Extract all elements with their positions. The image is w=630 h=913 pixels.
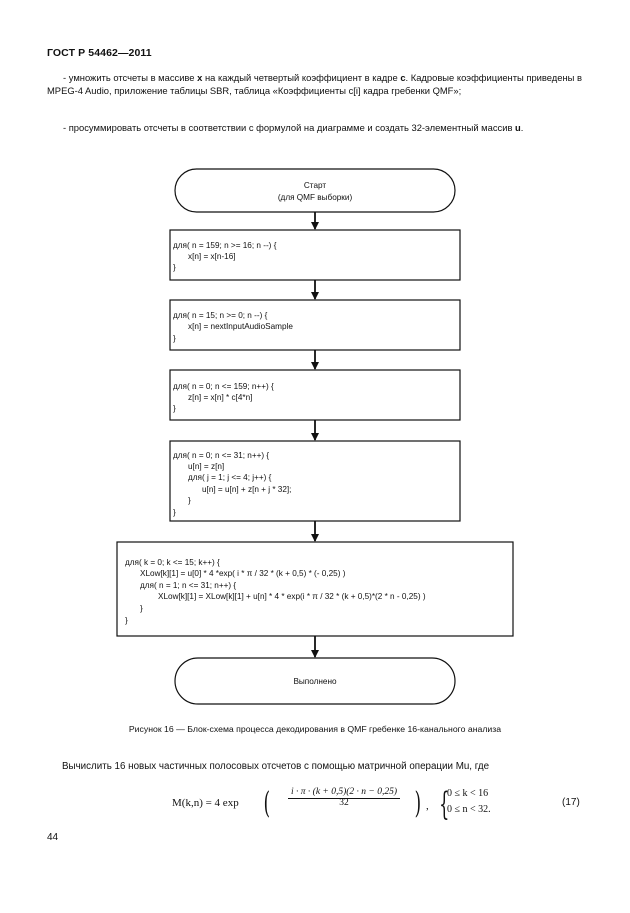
box4-line5: } (188, 496, 191, 505)
figure-caption: Рисунок 16 — Блок-схема процесса декодир… (128, 724, 502, 734)
box5-line3: для( n = 1; n <= 31; n++) { (140, 581, 236, 590)
formula-numerator: i · π · (k + 0,5)(2 · n − 0,25) (288, 787, 400, 799)
p1-array-x: x (197, 72, 203, 83)
paragraph-multiply: - умножить отсчеты в массиве x на каждый… (47, 72, 582, 97)
formula-conditions: 0 ≤ k < 16 0 ≤ n < 32. (447, 786, 491, 818)
start-terminal (174, 168, 456, 213)
p1-text-a: - умножить отсчеты в массиве (63, 72, 198, 83)
p1-text-e: . Кадровые коэффициенты приведены в MPEG… (47, 72, 582, 96)
box2-line1: для( n = 15; n >= 0; n --) { (173, 311, 268, 320)
p2-array-u: u (515, 122, 521, 133)
formula-end-dot: . (488, 804, 491, 815)
formula-denominator: 32 (339, 798, 349, 808)
formula-numerator-wrap: i · π · (k + 0,5)(2 · n − 0,25) (270, 785, 418, 799)
box4-line1: для( n = 0; n <= 31; n++) { (173, 451, 269, 460)
box3-line1: для( n = 0; n <= 159; n++) { (173, 382, 274, 391)
equation-number: (17) (562, 797, 580, 808)
box4-line4: u[n] = u[n] + z[n + j * 32]; (202, 485, 291, 494)
formula-cond-k: 0 ≤ k < 16 (447, 788, 489, 799)
formula-cond-n: 0 ≤ n < 32 (447, 804, 489, 815)
box1-line2: x[n] = x[n-16] (188, 252, 236, 261)
formula-cond-n-wrap: 0 ≤ n < 32. (447, 802, 491, 818)
p2-text-a: - просуммировать отсчеты в соответствии … (63, 122, 516, 133)
box2-line3: } (173, 334, 176, 343)
end-terminal (174, 657, 456, 705)
page-number: 44 (47, 832, 59, 843)
box1-line1: для( n = 159; n >= 16; n --) { (173, 241, 277, 250)
start-sublabel: (для QMF выборки) (278, 193, 353, 202)
box2-line2: x[n] = nextInputAudioSample (188, 322, 293, 331)
intro-text: Вычислить 16 новых частичных полосовых о… (62, 761, 490, 772)
box5-line1: для( k = 0; k <= 15; k++) { (125, 558, 220, 567)
box5-line5: } (140, 604, 143, 613)
formula-lhs: M(k,n) = 4 exp (172, 797, 239, 809)
box5-line6: } (125, 616, 128, 625)
box3-line2: z[n] = x[n] * c[4*n] (188, 393, 252, 402)
box4-line2: u[n] = z[n] (188, 462, 224, 471)
document-header: ГОСТ Р 54462—2011 (47, 47, 152, 59)
formula-brace: { (439, 785, 450, 823)
box1-line3: } (173, 263, 176, 272)
paragraph-sum: - просуммировать отсчеты в соответствии … (47, 122, 582, 135)
p1-frame-c: c (400, 72, 406, 83)
p2-text-c: . (520, 122, 524, 133)
box5-line4: XLow[k][1] = XLow[k][1] + u[n] * 4 * exp… (158, 592, 426, 601)
formula-paren-left: ( (263, 786, 271, 821)
formula-paren-right: ) (414, 786, 422, 821)
box4-line6: } (173, 508, 176, 517)
box5-line2: XLow[k][1] = u[0] * 4 *exp( i * π / 32 *… (140, 569, 346, 578)
p1-text-c: на каждый четвертый коэффициент в кадре (202, 72, 401, 83)
end-label: Выполнено (293, 677, 337, 686)
box3-line3: } (173, 404, 176, 413)
start-label: Старт (304, 181, 326, 190)
formula-fraction: i · π · (k + 0,5)(2 · n − 0,25) 32 (270, 785, 418, 808)
box4-line3: для( j = 1; j <= 4; j++) { (188, 473, 272, 482)
formula-comma: , (426, 800, 429, 812)
